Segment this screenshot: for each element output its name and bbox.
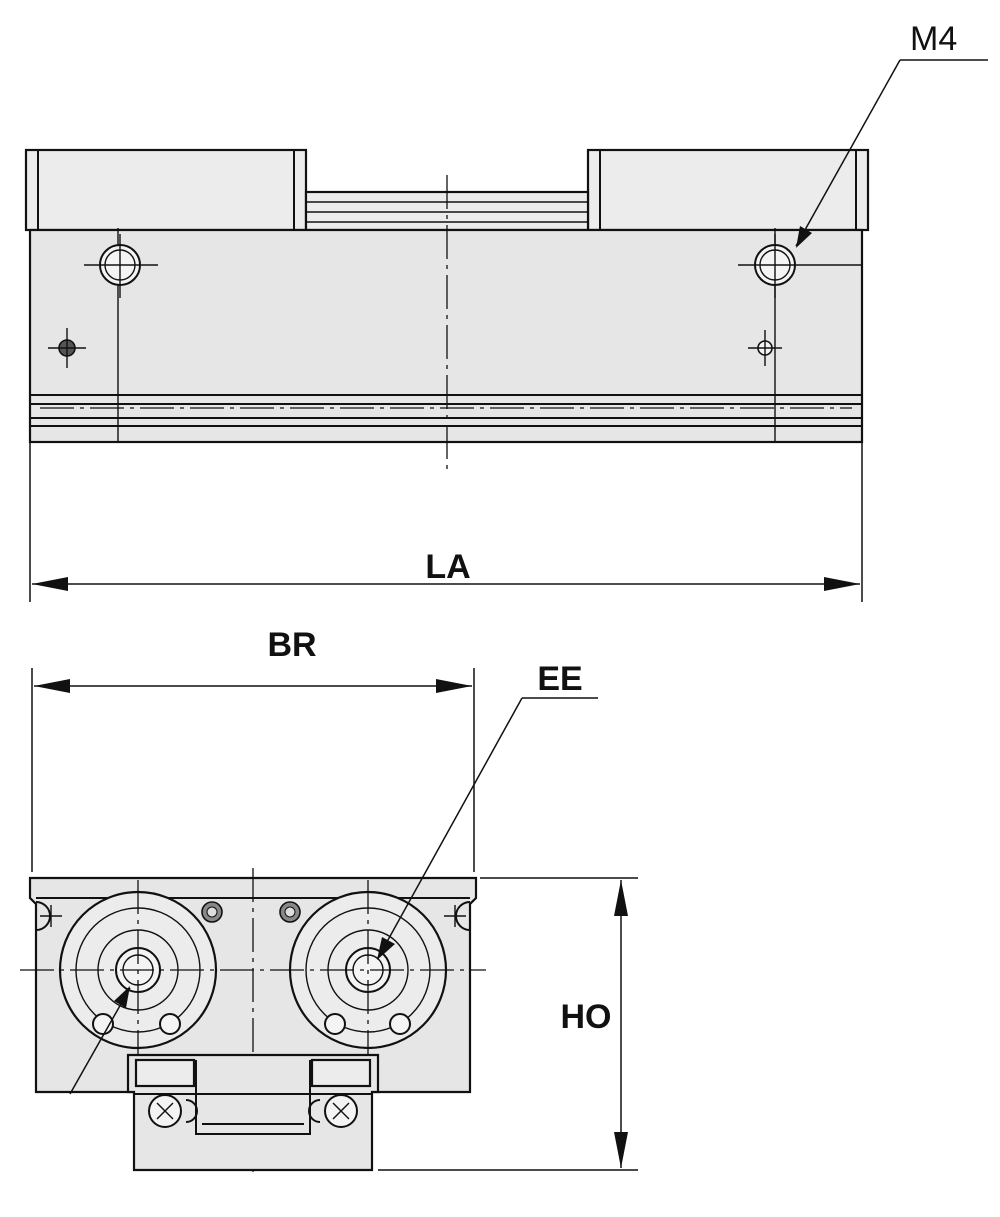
left-jaw-block [24, 148, 308, 232]
right-jaw-block [586, 148, 870, 232]
cross-screw-left [148, 1094, 198, 1128]
screw-right [279, 901, 301, 923]
br-label: BR [267, 626, 316, 664]
right-port [748, 330, 782, 366]
la-label: LA [425, 548, 470, 586]
m4-leader [795, 59, 901, 247]
cross-screw-right [308, 1094, 358, 1128]
left-port [48, 328, 86, 368]
front-view: EE BR HO [20, 626, 638, 1172]
ee-leader [377, 697, 523, 959]
right-mount-hole [738, 234, 862, 298]
screw-left [201, 901, 223, 923]
ee-label: EE [537, 660, 582, 698]
top-view: M4 LA [24, 20, 988, 602]
left-mount-hole [84, 234, 158, 298]
m4-label: M4 [910, 20, 957, 58]
ho-label: HO [561, 998, 612, 1036]
main-body [28, 228, 864, 444]
